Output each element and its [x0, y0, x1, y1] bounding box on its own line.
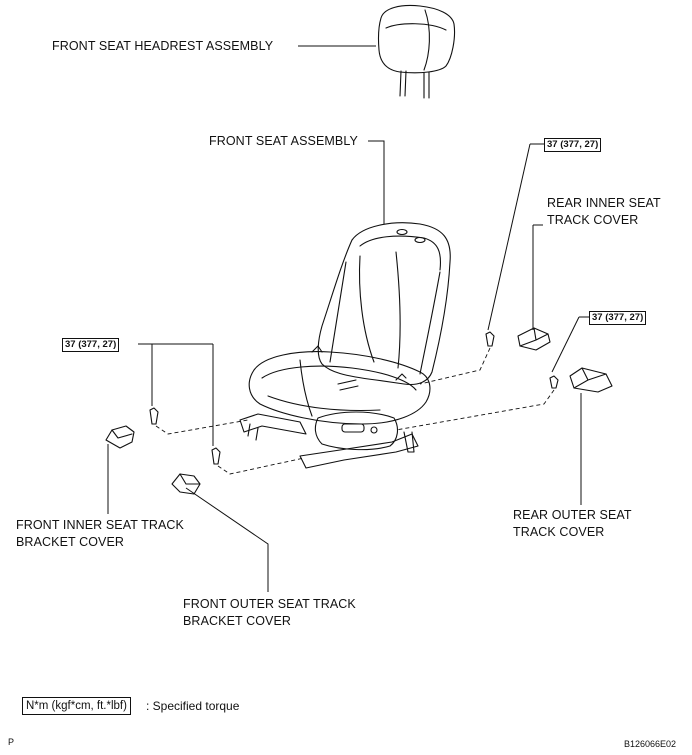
rear-outer-cover-illustration	[569, 367, 613, 393]
legend-description: : Specified torque	[146, 699, 240, 713]
seat-assembly-label: FRONT SEAT ASSEMBLY	[209, 134, 358, 148]
rear-inner-cover-illustration	[517, 327, 551, 351]
rear-inner-label-line2: TRACK COVER	[547, 213, 639, 227]
corner-code-left: P	[8, 737, 15, 747]
rear-outer-label-line2: TRACK COVER	[513, 525, 605, 539]
rear-outer-label-line1: REAR OUTER SEAT	[513, 508, 632, 522]
front-outer-label-line2: BRACKET COVER	[183, 614, 292, 628]
headrest-label: FRONT SEAT HEADREST ASSEMBLY	[52, 39, 274, 53]
front-inner-label-line2: BRACKET COVER	[16, 535, 125, 549]
headrest-illustration	[377, 4, 456, 99]
torque-badge-rear-inner: 37 (377, 27)	[544, 138, 602, 152]
front-inner-label-line1: FRONT INNER SEAT TRACK	[16, 518, 184, 532]
torque-badge-rear-outer: 37 (377, 27)	[589, 311, 647, 325]
front-outer-label-line1: FRONT OUTER SEAT TRACK	[183, 597, 356, 611]
bolt-illustrations	[149, 331, 559, 465]
rear-inner-label-line1: REAR INNER SEAT	[547, 196, 661, 210]
legend-torque-box: N*m (kgf*cm, ft.*lbf)	[22, 697, 131, 715]
seat-illustration	[239, 222, 451, 469]
front-inner-cover-illustration	[105, 425, 135, 449]
torque-badge-front: 37 (377, 27)	[62, 338, 120, 352]
front-outer-cover-illustration	[171, 473, 201, 495]
figure-id: B126066E02	[624, 739, 677, 749]
